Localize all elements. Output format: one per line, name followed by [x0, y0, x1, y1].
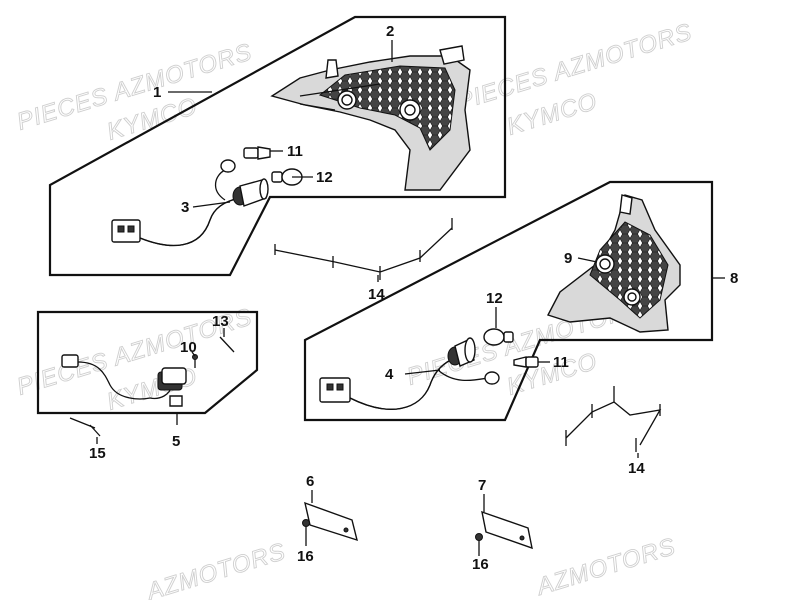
callout-7: 7 — [478, 477, 486, 494]
bulb-11-upper — [243, 146, 271, 160]
screw-10 — [192, 354, 198, 368]
pin-13 — [219, 336, 235, 353]
turn-signal-housing-9 — [546, 194, 681, 333]
turn-signal-housing-2 — [270, 45, 471, 191]
callout-5: 5 — [172, 433, 180, 450]
callout-11: 11 — [287, 143, 303, 160]
bulb-11-right — [513, 356, 539, 368]
wire-tie-14-right — [565, 386, 662, 452]
tie-15 — [69, 417, 101, 437]
callout-15: 15 — [89, 445, 106, 462]
callout-12: 12 — [316, 169, 333, 186]
callout-4: 4 — [385, 366, 394, 383]
callout-2: 2 — [386, 23, 394, 40]
callout-labels: 1 2 3 4 5 6 7 8 9 10 11 12 13 14 12 11 1… — [89, 23, 738, 573]
callout-13: 13 — [212, 313, 229, 330]
assembly-5-outline — [36, 310, 259, 415]
callout-8: 8 — [730, 270, 738, 287]
callout-12: 12 — [486, 290, 503, 307]
leader-lines — [96, 40, 725, 556]
assembly-8-outline — [303, 180, 714, 422]
reflector-plate-6 — [304, 501, 358, 542]
callout-9: 9 — [564, 250, 572, 267]
watermark-text: AZMOTORS — [532, 533, 679, 600]
callout-6: 6 — [306, 473, 314, 490]
wire-tie-14-upper — [274, 218, 453, 280]
screw-16-right — [475, 533, 483, 548]
bulb-12-right — [483, 328, 514, 346]
assembly-1-outline — [48, 15, 507, 277]
harness-socket-3 — [111, 159, 269, 247]
harness-socket-4 — [319, 337, 500, 410]
callout-3: 3 — [181, 199, 189, 216]
sub-harness-5 — [61, 354, 187, 407]
callout-1: 1 — [153, 84, 161, 101]
reflector-plate-7 — [481, 510, 533, 550]
callout-16: 16 — [472, 556, 489, 573]
callout-14: 14 — [628, 460, 645, 477]
screw-16-left — [302, 519, 310, 534]
callout-16: 16 — [297, 548, 314, 565]
callout-11: 11 — [553, 354, 569, 371]
callout-10: 10 — [180, 339, 197, 356]
watermark-text: AZMOTORS — [142, 538, 289, 600]
callout-14: 14 — [368, 286, 385, 303]
